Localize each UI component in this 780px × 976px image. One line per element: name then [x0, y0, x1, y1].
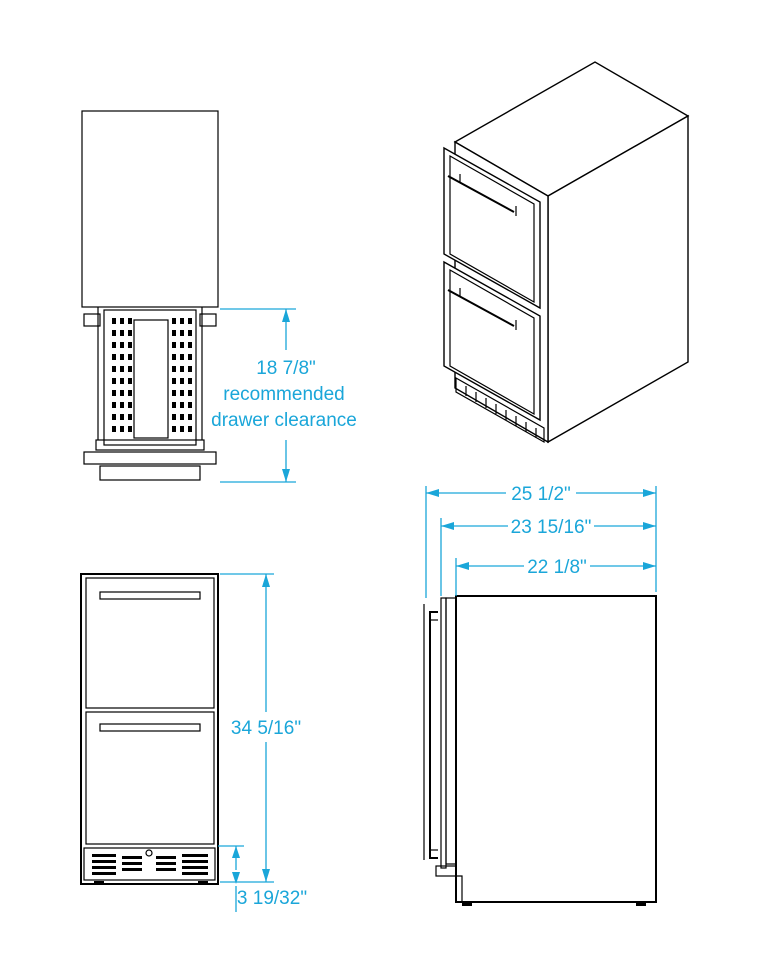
side-view	[423, 595, 657, 906]
depth-with-door-value: 23 15/16"	[511, 517, 592, 538]
height-value: 34 5/16"	[231, 718, 301, 739]
drawer-front-top	[83, 451, 217, 465]
drawer-basket	[103, 309, 197, 446]
overall-depth-value: 25 1/2"	[511, 484, 571, 505]
iso-handle-top	[447, 175, 515, 213]
cabinet-depth-value: 22 1/8"	[527, 557, 587, 578]
front-drawer-bottom	[85, 711, 215, 845]
front-handle-top	[99, 591, 201, 600]
side-handle	[429, 611, 438, 859]
cabinet-depth-dimension: 22 1/8"	[455, 557, 656, 596]
front-toe-kick-vents	[92, 849, 208, 875]
toe-kick-dimension: 3 19/32"	[218, 845, 307, 912]
drawer-clearance-label-1: recommended	[223, 384, 344, 405]
depth-with-door-dimension: 23 15/16"	[440, 517, 656, 596]
top-view-drawer-extended	[81, 110, 219, 481]
height-dimension: 34 5/16"	[220, 573, 301, 883]
side-cabinet-outline	[455, 595, 657, 903]
isometric-view	[443, 61, 690, 444]
basket-vents	[112, 318, 192, 432]
side-door-panel	[445, 597, 457, 865]
iso-handle-bottom	[447, 289, 515, 327]
front-view	[80, 573, 219, 885]
drawer-clearance-label-2: drawer clearance	[211, 410, 357, 431]
front-handle-bottom	[99, 723, 201, 732]
front-drawer-top	[85, 577, 215, 709]
drawer-handle-top	[99, 465, 201, 481]
iso-toe-kick-vents	[465, 386, 537, 438]
toe-kick-value: 3 19/32"	[237, 888, 307, 909]
drawer-clearance-dimension: 18 7/8" recommended drawer clearance	[211, 308, 357, 483]
overall-depth-dimension: 25 1/2"	[425, 484, 657, 598]
drawer-clearance-value: 18 7/8"	[256, 358, 316, 379]
top-view-cabinet	[81, 110, 219, 308]
front-toe-kick	[83, 847, 216, 881]
front-cabinet-outline	[80, 573, 219, 885]
